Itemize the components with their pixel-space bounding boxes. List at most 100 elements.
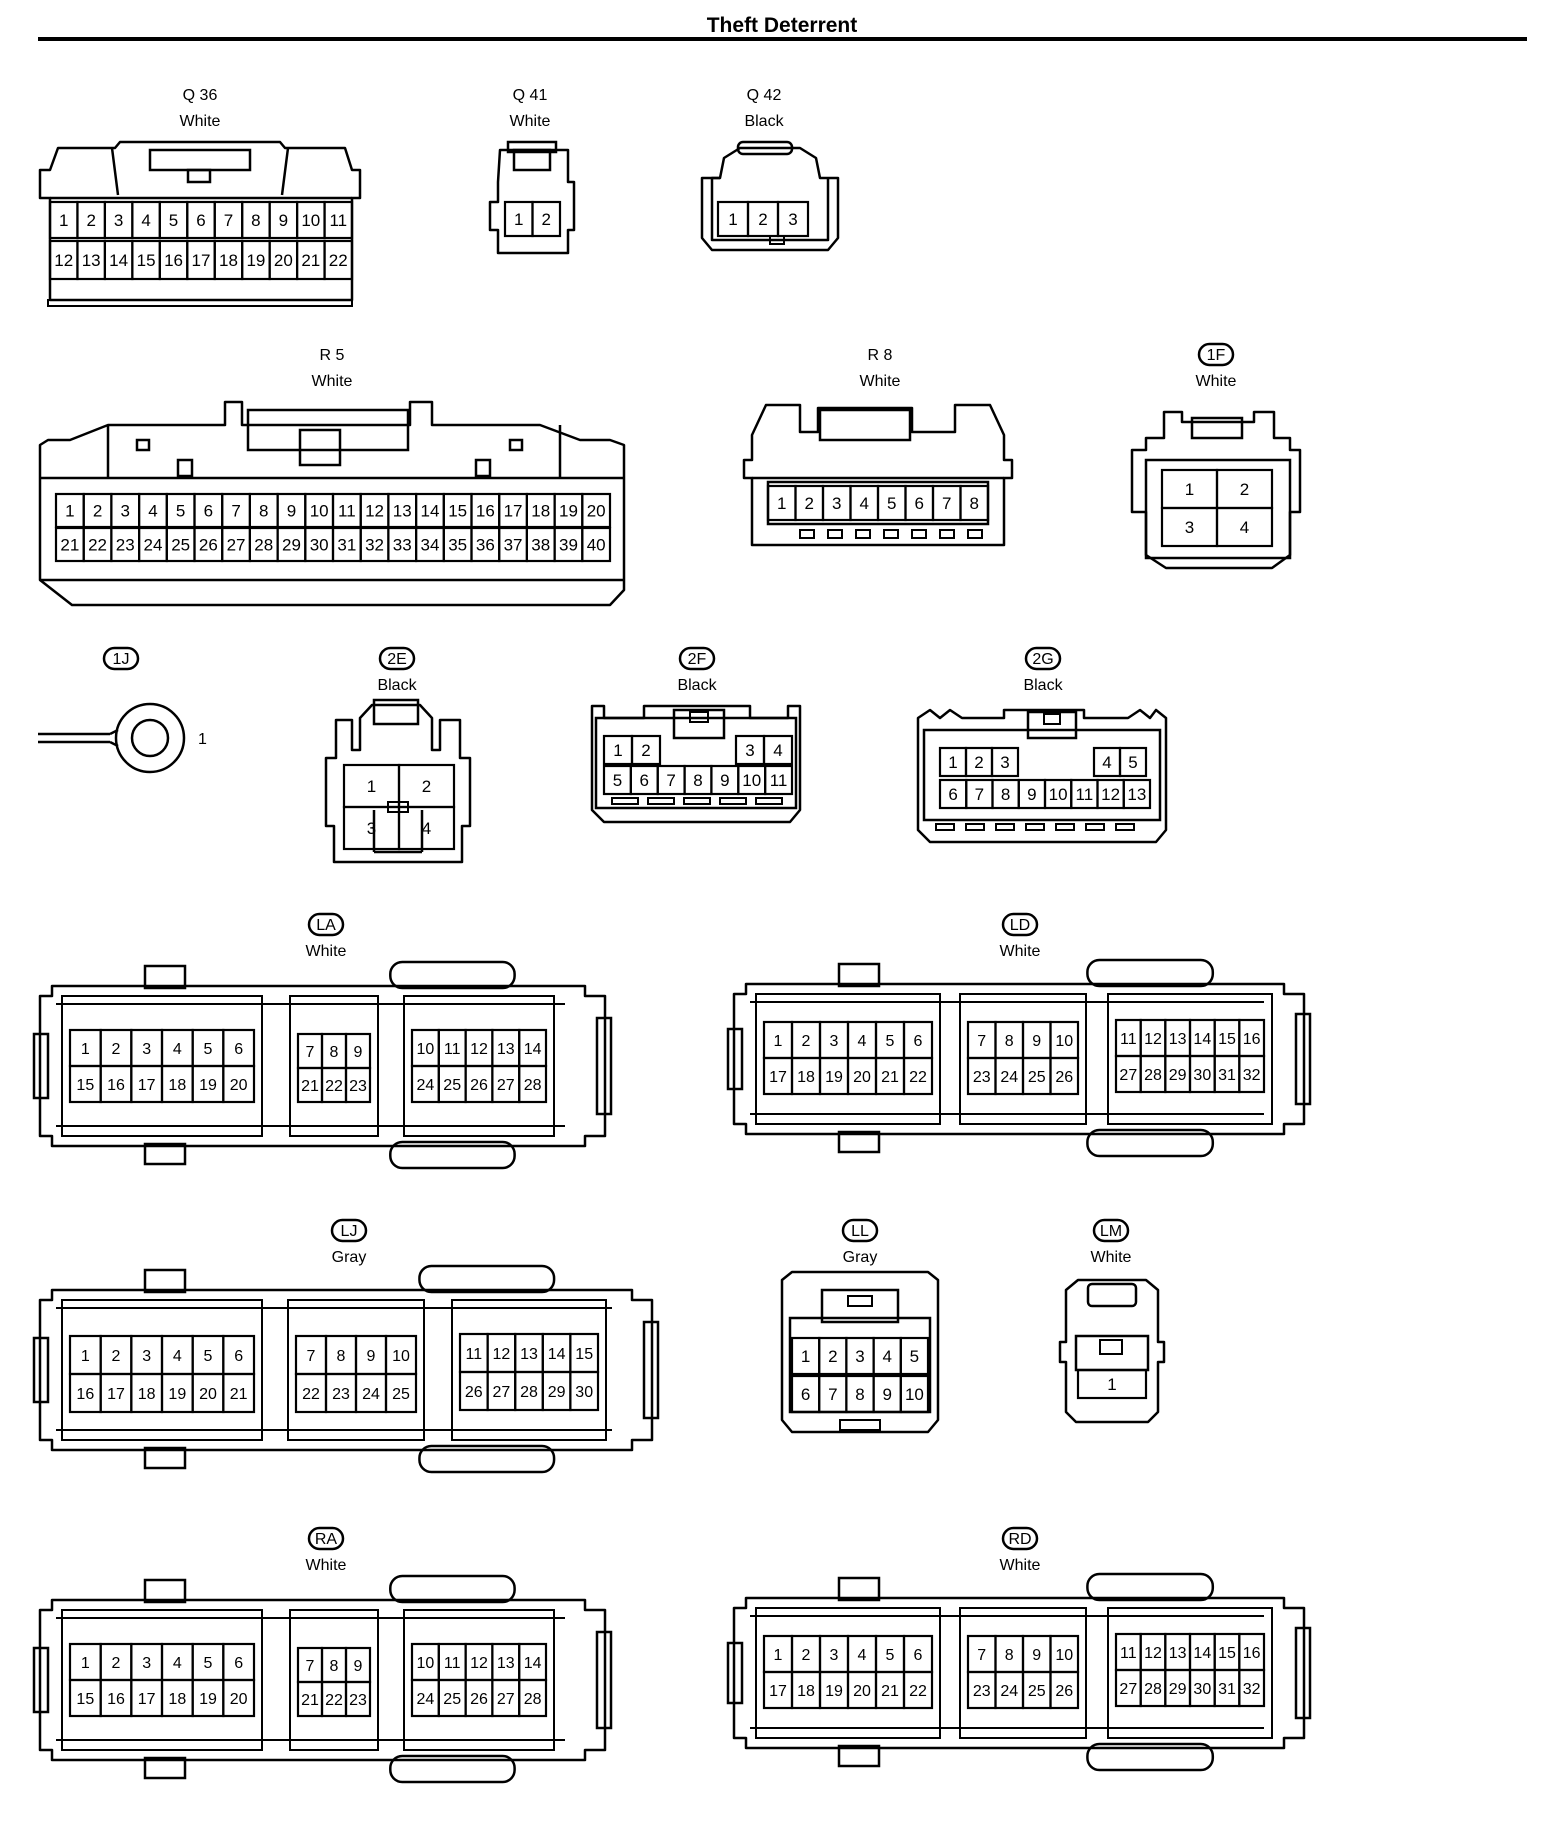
pin-number: 23 — [332, 1386, 350, 1403]
pin-number: 27 — [227, 536, 246, 555]
pin-cavity — [344, 1066, 372, 1104]
pin-number: 1 — [198, 731, 207, 748]
pin-number: 28 — [1144, 1067, 1162, 1084]
pin-cavity — [518, 1064, 548, 1104]
pin-number: 15 — [575, 1346, 593, 1363]
housing-part — [143, 964, 187, 990]
pin-number: 8 — [855, 1385, 864, 1404]
housing-part — [911, 529, 927, 539]
pin-number: 9 — [367, 1348, 376, 1365]
pin-number: 8 — [1005, 1647, 1014, 1664]
pin-number: 9 — [354, 1658, 363, 1675]
pin-number: 8 — [693, 771, 702, 790]
pin-number: 3 — [832, 494, 841, 513]
pin-number: 26 — [1055, 1683, 1073, 1700]
pin-number: 35 — [448, 536, 467, 555]
connector-code: 1F — [1207, 347, 1226, 364]
pin-number: 4 — [858, 1033, 867, 1050]
pin-cavity — [899, 1374, 930, 1414]
pin-number: 1 — [613, 741, 622, 760]
pin-number: 15 — [76, 1077, 94, 1094]
housing-part — [647, 797, 675, 805]
pin-number: 18 — [797, 1683, 815, 1700]
pin-number: 21 — [301, 1078, 319, 1095]
housing-part — [1043, 713, 1061, 725]
connector-color: White — [1091, 1249, 1132, 1266]
connector-code-badge — [1001, 1526, 1039, 1551]
pin-number: 26 — [199, 536, 218, 555]
pin-number: 2 — [802, 1033, 811, 1050]
pin-number: 28 — [524, 1691, 542, 1708]
pin-number: 8 — [1005, 1033, 1014, 1050]
pin-number: 1 — [81, 1041, 90, 1058]
pin-number: 5 — [886, 1033, 895, 1050]
housing-part — [389, 1754, 516, 1784]
housing-part — [1086, 958, 1215, 988]
housing-part — [818, 408, 912, 442]
pin-number: 3 — [788, 210, 797, 229]
housing-part — [389, 1140, 516, 1170]
pin-number: 5 — [886, 1647, 895, 1664]
housing-part — [61, 1609, 263, 1751]
housing-part — [474, 458, 492, 478]
housing-part — [389, 960, 516, 990]
pin-number: 22 — [325, 1692, 343, 1709]
connector-color: Black — [677, 677, 717, 694]
pin-cavity — [990, 746, 1020, 778]
pin-number: 9 — [1032, 1033, 1041, 1050]
housing-part — [1055, 823, 1075, 831]
pin-number: 17 — [138, 1691, 156, 1708]
pin-number: 15 — [1218, 1645, 1236, 1662]
housing-part — [683, 797, 711, 805]
pin-number: 15 — [76, 1691, 94, 1708]
housing-part — [1085, 823, 1105, 831]
pin-number: 12 — [1101, 785, 1120, 804]
pin-number: 6 — [234, 1655, 243, 1672]
housing-part — [32, 1032, 50, 1100]
pin-number: 23 — [973, 1683, 991, 1700]
housing-part — [769, 235, 785, 245]
pin-number: 24 — [417, 1691, 435, 1708]
pin-number: 2 — [805, 494, 814, 513]
pin-number: 3 — [830, 1647, 839, 1664]
housing-part — [135, 438, 151, 452]
pin-number: 7 — [977, 1033, 986, 1050]
pin-cavity — [902, 1056, 934, 1096]
pin-number: 21 — [230, 1386, 248, 1403]
pin-number: 7 — [977, 1647, 986, 1664]
pin-number: 28 — [520, 1384, 538, 1401]
pin-number: 11 — [329, 211, 347, 230]
housing-part — [32, 1646, 50, 1714]
pin-cavity — [1238, 1668, 1266, 1708]
pin-cavity — [531, 200, 562, 238]
pin-number: 2 — [542, 210, 551, 229]
pin-number: 18 — [138, 1386, 156, 1403]
housing-outline — [1058, 1278, 1166, 1424]
pin-cavity — [344, 1680, 372, 1718]
connector-color: White — [306, 1557, 347, 1574]
pin-number: 15 — [137, 251, 156, 270]
housing-part — [837, 1130, 881, 1154]
pin-number: 3 — [1185, 518, 1194, 537]
pin-number: 13 — [82, 251, 101, 270]
pin-number: 16 — [1243, 1645, 1261, 1662]
pin-number: 22 — [325, 1078, 343, 1095]
connector-code: R 8 — [868, 347, 893, 364]
pin-number: 5 — [887, 494, 896, 513]
pin-number: 22 — [88, 536, 107, 555]
housing-outline — [372, 810, 424, 854]
pin-number: 13 — [520, 1346, 538, 1363]
pin-number: 8 — [1001, 785, 1010, 804]
pin-number: 1 — [59, 211, 68, 230]
pin-number: 1 — [81, 1655, 90, 1672]
pin-number: 3 — [855, 1347, 864, 1366]
housing-outline — [742, 403, 1014, 547]
pin-number: 28 — [1144, 1681, 1162, 1698]
pin-cavity — [222, 1372, 256, 1414]
connector-color: White — [180, 113, 221, 130]
pin-cavity — [1049, 1056, 1080, 1096]
pin-cavity — [899, 1336, 930, 1376]
